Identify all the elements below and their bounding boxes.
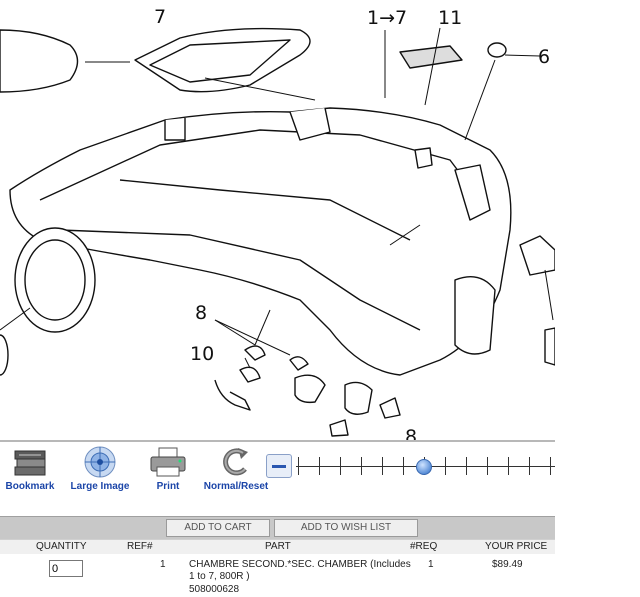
col-ref: REF# (127, 541, 153, 552)
zoom-tick (403, 457, 404, 475)
zoom-tick (487, 457, 488, 475)
zoom-tick (445, 457, 446, 475)
callout-6: 6 (538, 46, 551, 68)
large-image-button[interactable]: Large Image (60, 445, 140, 495)
cover-piece (0, 29, 79, 93)
row-price: $89.49 (492, 559, 523, 570)
add-to-cart-button[interactable]: ADD TO CART (166, 519, 270, 537)
col-quantity: QUANTITY (36, 541, 87, 552)
zoom-tick (340, 457, 341, 475)
callout-8: 8 (195, 302, 208, 324)
grommet (487, 42, 507, 58)
zoom-tick (361, 457, 362, 475)
row-ref: 1 (160, 559, 166, 570)
intake-ring (14, 227, 96, 333)
row-part-description: CHAMBRE SECOND.*SEC. CHAMBER (Includes 1… (189, 559, 411, 582)
col-price: YOUR PRICE (485, 541, 548, 552)
print-label: Print (156, 481, 180, 492)
col-req: #REQ (410, 541, 438, 552)
zoom-tick (298, 457, 299, 475)
zoom-tick (508, 457, 509, 475)
zoom-out-button[interactable] (266, 454, 292, 478)
reset-arrow-icon (223, 448, 248, 476)
zoom-tick (319, 457, 320, 475)
parts-diagram (0, 27, 555, 437)
large-image-label: Large Image (70, 481, 130, 492)
zoom-tick (550, 457, 551, 475)
zoom-tick (466, 457, 467, 475)
callout-10: 10 (190, 343, 215, 365)
quantity-input[interactable] (49, 560, 83, 577)
callout-7: 7 (154, 6, 167, 28)
label-plate (399, 45, 463, 69)
parts-table-header (0, 539, 555, 554)
row-part-number: 508000628 (189, 584, 240, 595)
bookmark-button[interactable]: Bookmark (0, 445, 70, 495)
zoom-slider-knob[interactable] (415, 459, 432, 475)
normal-reset-button[interactable]: Normal/Reset (196, 445, 276, 495)
magnifier-target-icon (84, 446, 116, 478)
row-req: 1 (428, 559, 434, 570)
side-chamber (454, 276, 496, 355)
add-to-wishlist-button[interactable]: ADD TO WISH LIST (274, 519, 418, 537)
zoom-tick (529, 457, 530, 475)
bookmark-label: Bookmark (5, 481, 55, 492)
zoom-tick (382, 457, 383, 475)
filter-lid (134, 27, 311, 93)
callout-11: 11 (438, 7, 463, 29)
normal-reset-label: Normal/Reset (203, 481, 269, 492)
callout-1-to-7: 1→7 (367, 7, 408, 29)
callout-8-partial: 8 (405, 426, 418, 440)
print-button[interactable]: Print (128, 445, 208, 495)
col-part: PART (265, 541, 291, 552)
printer-icon (150, 447, 186, 477)
toolbar-divider (0, 440, 555, 442)
main-housing (9, 107, 512, 376)
books-icon (14, 450, 46, 476)
